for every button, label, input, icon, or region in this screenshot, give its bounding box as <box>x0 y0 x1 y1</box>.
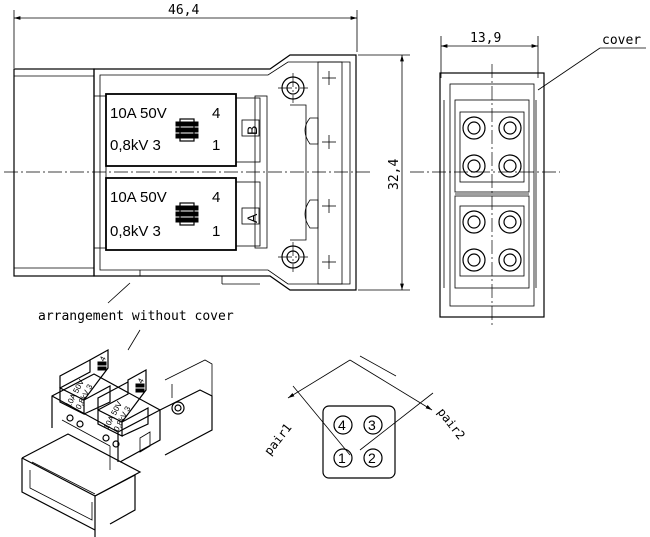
pin-diagram: 4 3 1 2 pair1 pair2 <box>261 355 468 479</box>
module-bottom-rating1: 10A 50V <box>110 189 167 206</box>
module-bottom-pin4: 4 <box>212 189 220 206</box>
pin-1: 1 <box>333 448 353 468</box>
pin-4: 4 <box>333 415 353 435</box>
module-top-rating1: 10A 50V <box>110 105 167 122</box>
dimension-height: 32,4 <box>387 159 402 190</box>
crosshair-marks <box>322 71 336 269</box>
module-top-pin1: 1 <box>212 137 220 154</box>
svg-text:1: 1 <box>338 450 346 466</box>
module-bottom-letter: A <box>244 213 260 223</box>
module-bottom-pin1: 1 <box>212 223 220 240</box>
iso-module-2-pin: 4 <box>136 376 146 385</box>
dimension-width-side: 13,9 <box>470 31 501 46</box>
module-top-pin4: 4 <box>212 105 220 122</box>
iso-module-2: 10A 50V 0,8kV 3 4 <box>97 368 149 448</box>
module-bottom: 10A 50V 0,8kV 3 4 1 A <box>105 177 261 251</box>
module-top: 10A 50V 0,8kV 3 4 1 B <box>105 93 261 167</box>
module-bottom-rating2: 0,8kV 3 <box>110 223 161 240</box>
module-top-rating2: 0,8kV 3 <box>110 137 161 154</box>
module-top-letter: B <box>244 126 260 135</box>
arrangement-label: arrangement without cover <box>38 309 234 324</box>
dimension-width-front: 46,4 <box>168 3 199 18</box>
svg-text:3: 3 <box>368 417 376 433</box>
iso-module-1-pin: 4 <box>98 354 108 363</box>
front-view: 46,4 10A 50V 0,8kV 3 4 1 <box>4 3 410 324</box>
pin-2: 2 <box>363 448 383 468</box>
cover-label: cover <box>602 33 641 48</box>
isometric-view: 10A 50V 0,8kV 3 4 10A 50V 0,8kV 3 4 <box>21 329 213 537</box>
pin-3: 3 <box>363 415 383 435</box>
svg-text:4: 4 <box>338 417 346 433</box>
pair1-label: pair1 <box>261 421 294 458</box>
release-latch-icon <box>175 202 199 226</box>
side-view: 13,9 cover <box>410 31 646 328</box>
pair2-label: pair2 <box>435 405 468 442</box>
svg-text:2: 2 <box>368 450 376 466</box>
release-latch-icon <box>175 118 199 142</box>
